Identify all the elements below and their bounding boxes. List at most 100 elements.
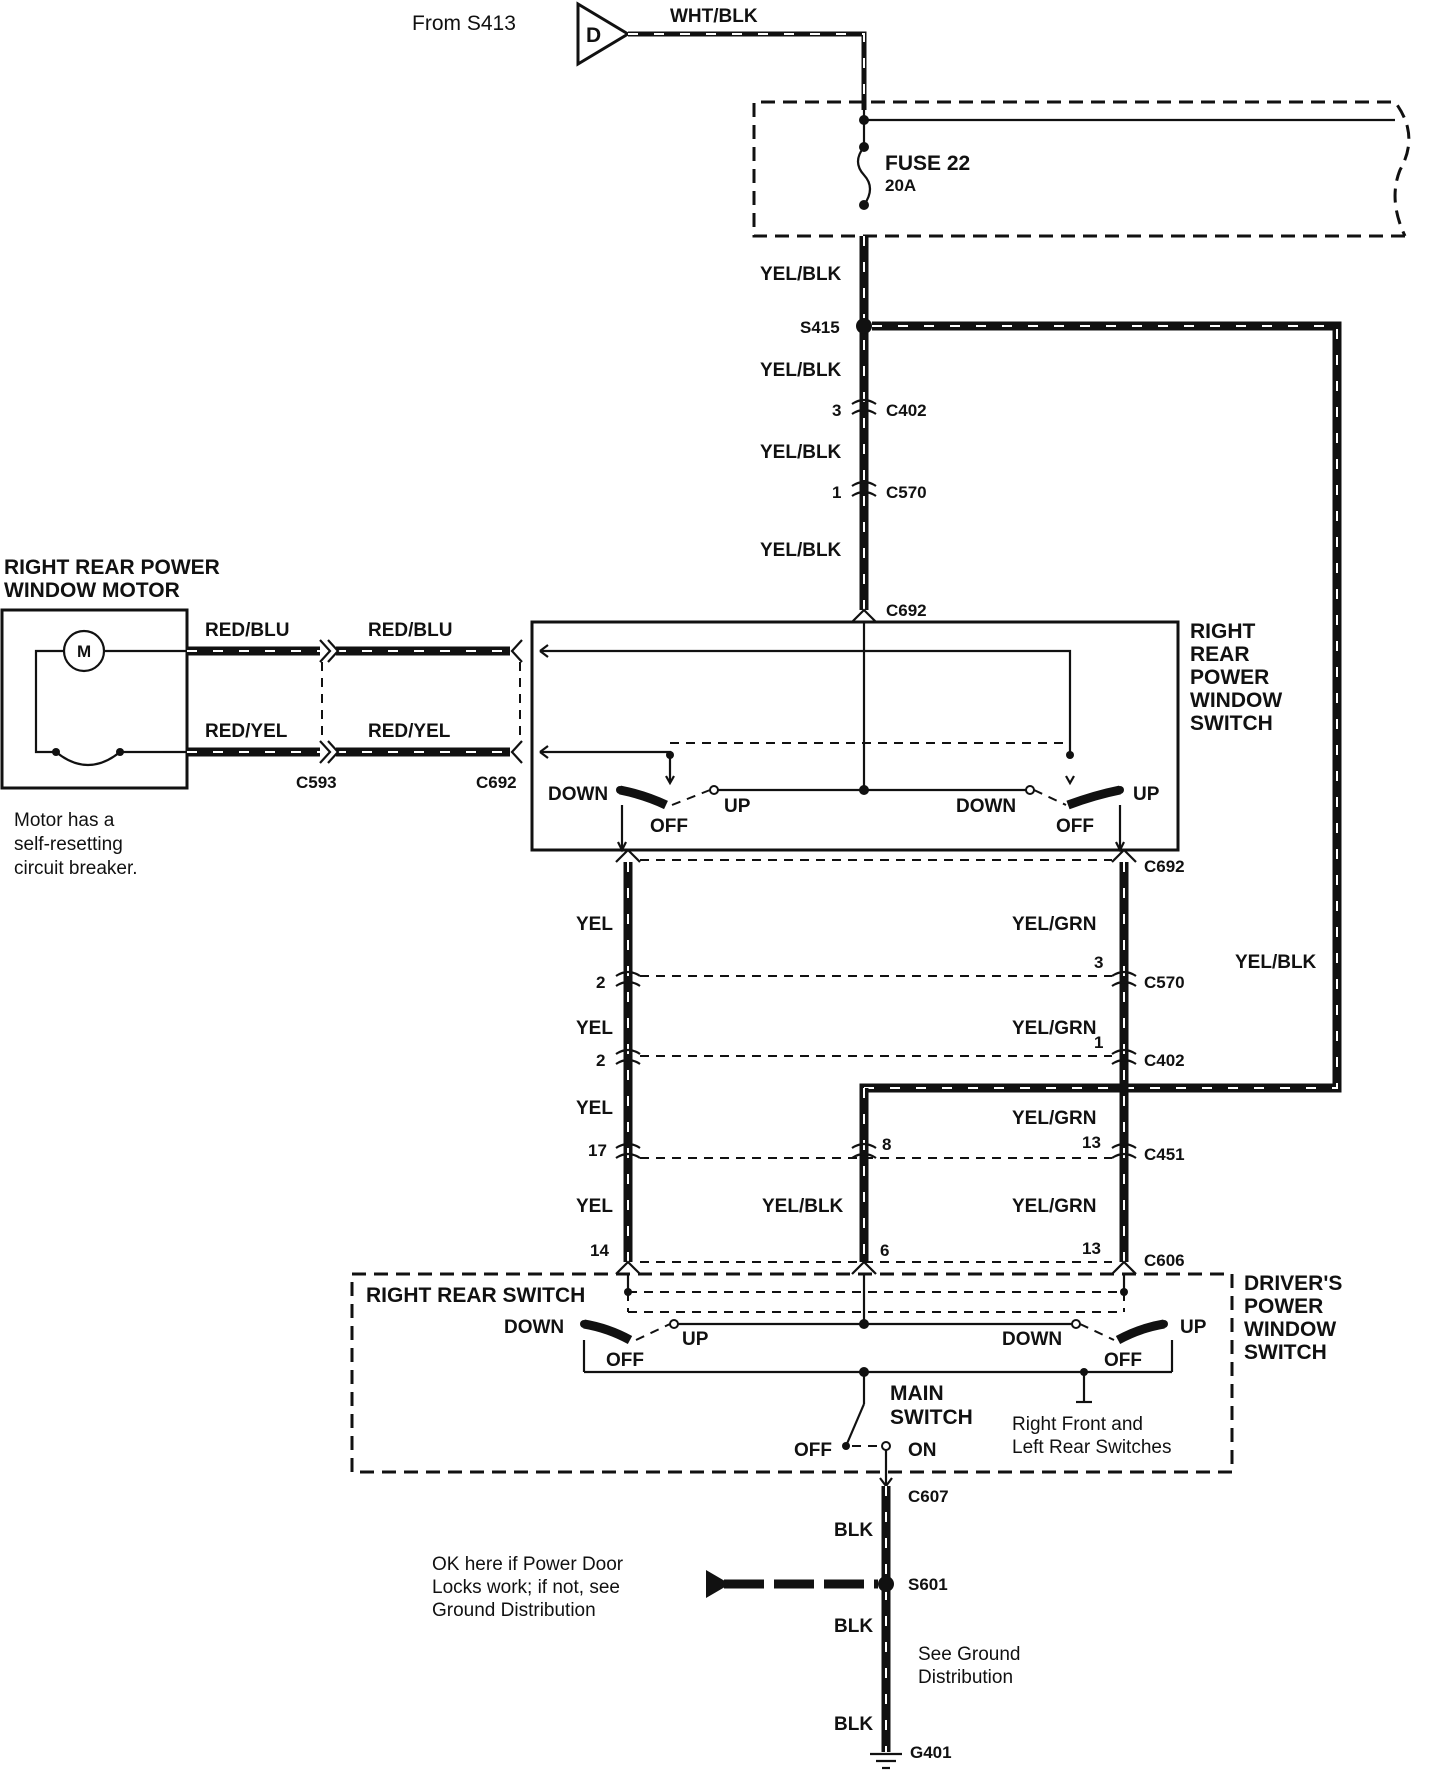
rr-switch-box xyxy=(530,620,1180,852)
splice-s601 xyxy=(878,1576,894,1592)
rr-off-left: OFF xyxy=(650,816,688,837)
wire-wht-blk xyxy=(628,31,867,110)
motor-icon: M xyxy=(62,629,106,673)
label-c570-top: C570 xyxy=(886,483,927,502)
pin-yel-c606: 14 xyxy=(590,1241,609,1260)
motor-note-3: circuit breaker. xyxy=(14,858,138,879)
main-switch-on: ON xyxy=(908,1440,937,1461)
pin-grn-c606: 13 xyxy=(1082,1239,1101,1258)
label-c593: C593 xyxy=(296,773,337,792)
wire-label-wht-blk: WHT/BLK xyxy=(670,6,758,27)
drv-up-right: UP xyxy=(1180,1317,1207,1338)
label-c451: C451 xyxy=(1144,1145,1185,1164)
fuse-rating: 20A xyxy=(885,176,916,195)
ground-icon xyxy=(870,1752,902,1770)
wire-label-red-yel-2: RED/YEL xyxy=(368,721,451,742)
label-c570-lower: C570 xyxy=(1144,973,1185,992)
rr-switch-title-4: WINDOW xyxy=(1190,689,1282,712)
wire-label-yel-blk-loop: YEL/BLK xyxy=(1235,952,1317,973)
label-c607: C607 xyxy=(908,1487,949,1506)
label-c692-lower: C692 xyxy=(1144,857,1185,876)
rr-up-right: UP xyxy=(1133,784,1160,805)
fuse-name: FUSE 22 xyxy=(885,152,970,175)
label-c402-top: C402 xyxy=(886,401,927,420)
ground-dist-arrow-icon xyxy=(706,1570,730,1598)
wire-label-blk-3: BLK xyxy=(834,1714,873,1735)
wire-label-yel-1: YEL xyxy=(576,914,613,935)
pin-grn-c451: 13 xyxy=(1082,1133,1101,1152)
wire-label-yel-blk-4: YEL/BLK xyxy=(760,540,842,561)
drivers-rocker-right xyxy=(1115,1319,1165,1344)
wire-label-blk-1: BLK xyxy=(834,1520,873,1541)
ground-ok-3: Ground Distribution xyxy=(432,1600,596,1621)
pin-yel-c570: 2 xyxy=(596,973,605,992)
main-switch-blade xyxy=(844,1403,866,1447)
motor-note-2: self-resetting xyxy=(14,834,123,855)
label-c692-red: C692 xyxy=(476,773,517,792)
pin-grn-c570: 3 xyxy=(1094,953,1103,972)
source-label: From S413 xyxy=(412,12,516,35)
drv-down-right: DOWN xyxy=(1002,1329,1062,1350)
connector-c402-main xyxy=(851,398,877,415)
connector-c402-lower xyxy=(615,1048,1137,1065)
splice-s601-label: S601 xyxy=(908,1575,948,1594)
pin-c570-main: 1 xyxy=(832,483,841,502)
rr-off-right: OFF xyxy=(1056,816,1094,837)
pin-c402-main: 3 xyxy=(832,401,841,420)
main-switch-label-2: SWITCH xyxy=(890,1406,973,1429)
pin-yel-c451: 17 xyxy=(588,1141,607,1160)
splice-s415-label: S415 xyxy=(800,318,840,337)
drv-down-left: DOWN xyxy=(504,1317,564,1338)
fuse-icon xyxy=(856,146,872,206)
rr-switch-title-2: REAR xyxy=(1190,643,1250,666)
connector-c451 xyxy=(615,1142,1137,1159)
wire-label-red-blu-2: RED/BLU xyxy=(368,620,452,641)
see-ground-1: See Ground xyxy=(918,1644,1020,1665)
splice-s415 xyxy=(856,318,872,334)
label-c692-top: C692 xyxy=(886,601,927,620)
drivers-switch-title-4: SWITCH xyxy=(1244,1341,1327,1364)
label-c606: C606 xyxy=(1144,1251,1185,1270)
rr-down-left: DOWN xyxy=(548,784,608,805)
drivers-switch-title-3: WINDOW xyxy=(1244,1318,1336,1341)
fuse-box xyxy=(752,100,1411,238)
wire-label-yel-3: YEL xyxy=(576,1098,613,1119)
rr-down-right: DOWN xyxy=(956,796,1016,817)
wire-label-yel-blk-3: YEL/BLK xyxy=(760,442,842,463)
wire-label-yel-blk-1: YEL/BLK xyxy=(760,264,842,285)
wire-label-blk-2: BLK xyxy=(834,1616,873,1637)
main-switch-label-1: MAIN xyxy=(890,1382,944,1405)
drivers-switch-title-1: DRIVER'S xyxy=(1244,1272,1342,1295)
connector-c570-main xyxy=(851,480,877,497)
rr-switch-title-3: POWER xyxy=(1190,666,1269,689)
motor-title-2: WINDOW MOTOR xyxy=(4,579,180,602)
drivers-rocker-left xyxy=(583,1319,633,1344)
wire-label-yel-grn-3: YEL/GRN xyxy=(1012,1108,1096,1129)
wire-label-yel-grn-4: YEL/GRN xyxy=(1012,1196,1096,1217)
see-ground-2: Distribution xyxy=(918,1667,1013,1688)
wire-yel-blk-loop xyxy=(859,321,1342,1155)
rr-switch-rocker-right xyxy=(1066,785,1121,810)
motor-symbol: M xyxy=(77,642,91,661)
wire-label-red-blu-1: RED/BLU xyxy=(205,620,289,641)
label-c402-lower: C402 xyxy=(1144,1051,1185,1070)
rr-up-left: UP xyxy=(724,796,751,817)
rr-switch-title-1: RIGHT xyxy=(1190,620,1256,643)
main-switch-off: OFF xyxy=(794,1440,832,1461)
pin-yel-c402: 2 xyxy=(596,1051,605,1070)
rr-switch-title-5: SWITCH xyxy=(1190,712,1273,735)
connector-c692-top xyxy=(851,608,877,623)
wire-label-red-yel-1: RED/YEL xyxy=(205,721,288,742)
pin-blk-c451: 8 xyxy=(882,1135,891,1154)
drivers-switch-box xyxy=(350,1272,1234,1474)
label-g401: G401 xyxy=(910,1743,952,1762)
connector-c692-red xyxy=(510,639,523,764)
wire-label-yel-grn-1: YEL/GRN xyxy=(1012,914,1096,935)
other-switches-2: Left Rear Switches xyxy=(1012,1437,1171,1458)
wire-label-yel-4: YEL xyxy=(576,1196,613,1217)
source-letter: D xyxy=(586,24,601,47)
connector-c593 xyxy=(319,639,340,764)
source-connector-icon: D xyxy=(576,1,631,67)
drivers-switch-title-2: POWER xyxy=(1244,1295,1323,1318)
right-rear-switch-label: RIGHT REAR SWITCH xyxy=(366,1284,585,1307)
